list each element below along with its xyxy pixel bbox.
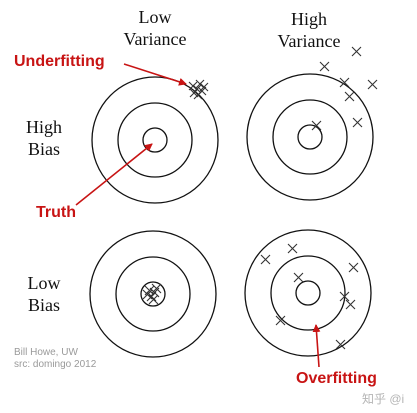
x-marker — [193, 90, 203, 100]
markers-low-bias-high-variance — [260, 243, 359, 350]
credit-author: Bill Howe, UW — [14, 347, 78, 358]
x-marker — [199, 82, 209, 92]
outer-ring — [89, 230, 217, 358]
outer-ring — [244, 229, 372, 357]
x-marker — [311, 120, 322, 131]
x-marker — [275, 315, 286, 326]
overfitting-arrow — [312, 324, 321, 368]
row-label-high-bias: High Bias — [14, 116, 74, 160]
x-marker — [148, 294, 159, 305]
row-label-low-bias: Low Bias — [14, 272, 74, 316]
header-high-variance-line1: High — [291, 9, 327, 29]
x-marker — [188, 81, 198, 91]
middle-ring — [115, 256, 191, 332]
header-high-variance-line2: Variance — [277, 31, 341, 51]
middle-ring — [270, 255, 346, 331]
header-high-variance: High Variance — [254, 8, 364, 52]
truth-arrow — [75, 143, 153, 206]
x-marker — [142, 289, 153, 300]
x-marker — [351, 46, 362, 57]
x-marker — [319, 61, 330, 72]
target-low-bias-high-variance — [244, 229, 372, 357]
x-marker — [345, 299, 356, 310]
x-marker — [335, 339, 346, 350]
row-label-low-bias-line2: Bias — [27, 295, 60, 315]
target-high-bias-high-variance — [246, 73, 374, 201]
bullseye-ring — [140, 281, 166, 307]
bullseye-ring — [142, 127, 168, 153]
target-low-bias-low-variance — [89, 230, 217, 358]
x-marker — [339, 291, 350, 302]
middle-ring — [272, 99, 348, 175]
underfitting-label: Underfitting — [14, 53, 105, 70]
middle-ring — [117, 102, 193, 178]
x-marker — [195, 79, 205, 89]
markers-high-bias-high-variance — [311, 46, 378, 131]
bullseye-ring — [297, 124, 323, 150]
x-marker — [151, 283, 162, 294]
truth-label: Truth — [36, 204, 76, 221]
target-high-bias-low-variance — [91, 76, 219, 204]
row-label-high-bias-line1: High — [26, 117, 62, 137]
markers-high-bias-low-variance — [188, 79, 209, 100]
x-marker — [344, 91, 355, 102]
x-marker — [339, 77, 350, 88]
header-low-variance: Low Variance — [100, 6, 210, 50]
row-label-high-bias-line2: Bias — [27, 139, 60, 159]
x-marker — [293, 272, 304, 283]
watermark: 知乎 @i — [362, 392, 405, 406]
markers-low-bias-low-variance — [142, 283, 162, 305]
x-marker — [348, 262, 359, 273]
header-low-variance-line2: Variance — [123, 29, 187, 49]
bullseye-ring — [295, 280, 321, 306]
outer-ring — [91, 76, 219, 204]
credit: Bill Howe, UW src: domingo 2012 — [14, 347, 96, 371]
x-marker — [352, 117, 363, 128]
outer-ring — [246, 73, 374, 201]
x-marker — [260, 254, 271, 265]
row-label-low-bias-line1: Low — [27, 273, 61, 293]
x-marker — [287, 243, 298, 254]
credit-source: src: domingo 2012 — [14, 359, 97, 370]
header-low-variance-line1: Low — [138, 7, 172, 27]
x-marker — [367, 79, 378, 90]
underfitting-arrow — [123, 63, 187, 86]
overfitting-label: Overfitting — [296, 370, 377, 387]
